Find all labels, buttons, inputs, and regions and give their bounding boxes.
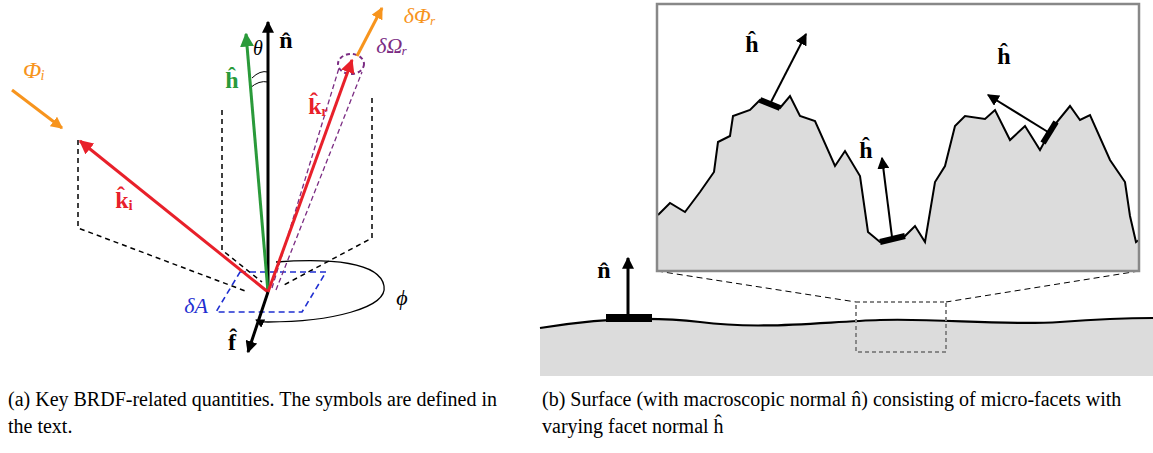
facet-normal [882,158,892,237]
facet-normal [988,95,1048,132]
cone-line [276,72,362,290]
vector-symbol: ĥ [745,31,758,57]
microsurface-body [658,96,1139,270]
tangent-vector [248,292,268,352]
vector-symbol: k̂ᵢ [115,187,133,213]
half-vector [246,34,268,292]
solid-angle-symbol: δΩᵣ [376,34,408,58]
zoom-line [657,271,856,302]
surface-body [540,318,1153,376]
incident-flux-arrow [12,90,62,128]
inset-frame [657,4,1139,271]
microsurface-profile [658,96,1139,242]
facet [1043,122,1056,143]
angle-arc [252,72,268,78]
angle-arc [250,82,268,88]
vector-symbol: f̂ [228,329,236,355]
normal-vector [267,22,270,292]
facet [760,100,780,108]
angle-symbol: ϕ [396,286,407,310]
surface-profile [540,318,1153,328]
flux-symbol: δΦᵣ [404,4,436,28]
vector-symbol: n̂ [279,27,292,53]
vector-symbol: n̂ [597,257,610,283]
reflected-vector [268,60,352,292]
figure-caption: (a) Key BRDF-related quantities. The sym… [8,386,508,440]
flux-symbol: Φᵢ [23,57,45,83]
area-element [216,272,326,312]
facet-normal [771,34,806,102]
zoom-region [856,302,946,352]
projection-line [78,140,248,292]
figure-caption: (b) Surface (with macroscopic normal n̂)… [542,386,1146,440]
incident-vector [80,141,268,292]
area-symbol: δA [184,294,208,318]
vector-symbol: ĥ [997,43,1010,69]
zoom-line [946,271,1139,302]
normal-vector [627,258,630,316]
angle-symbol: θ [253,37,263,59]
vector-symbol: ĥ [225,67,238,93]
vector-symbol: ĥ [859,137,872,163]
vector-symbol: k̂ᵣ [308,93,327,119]
